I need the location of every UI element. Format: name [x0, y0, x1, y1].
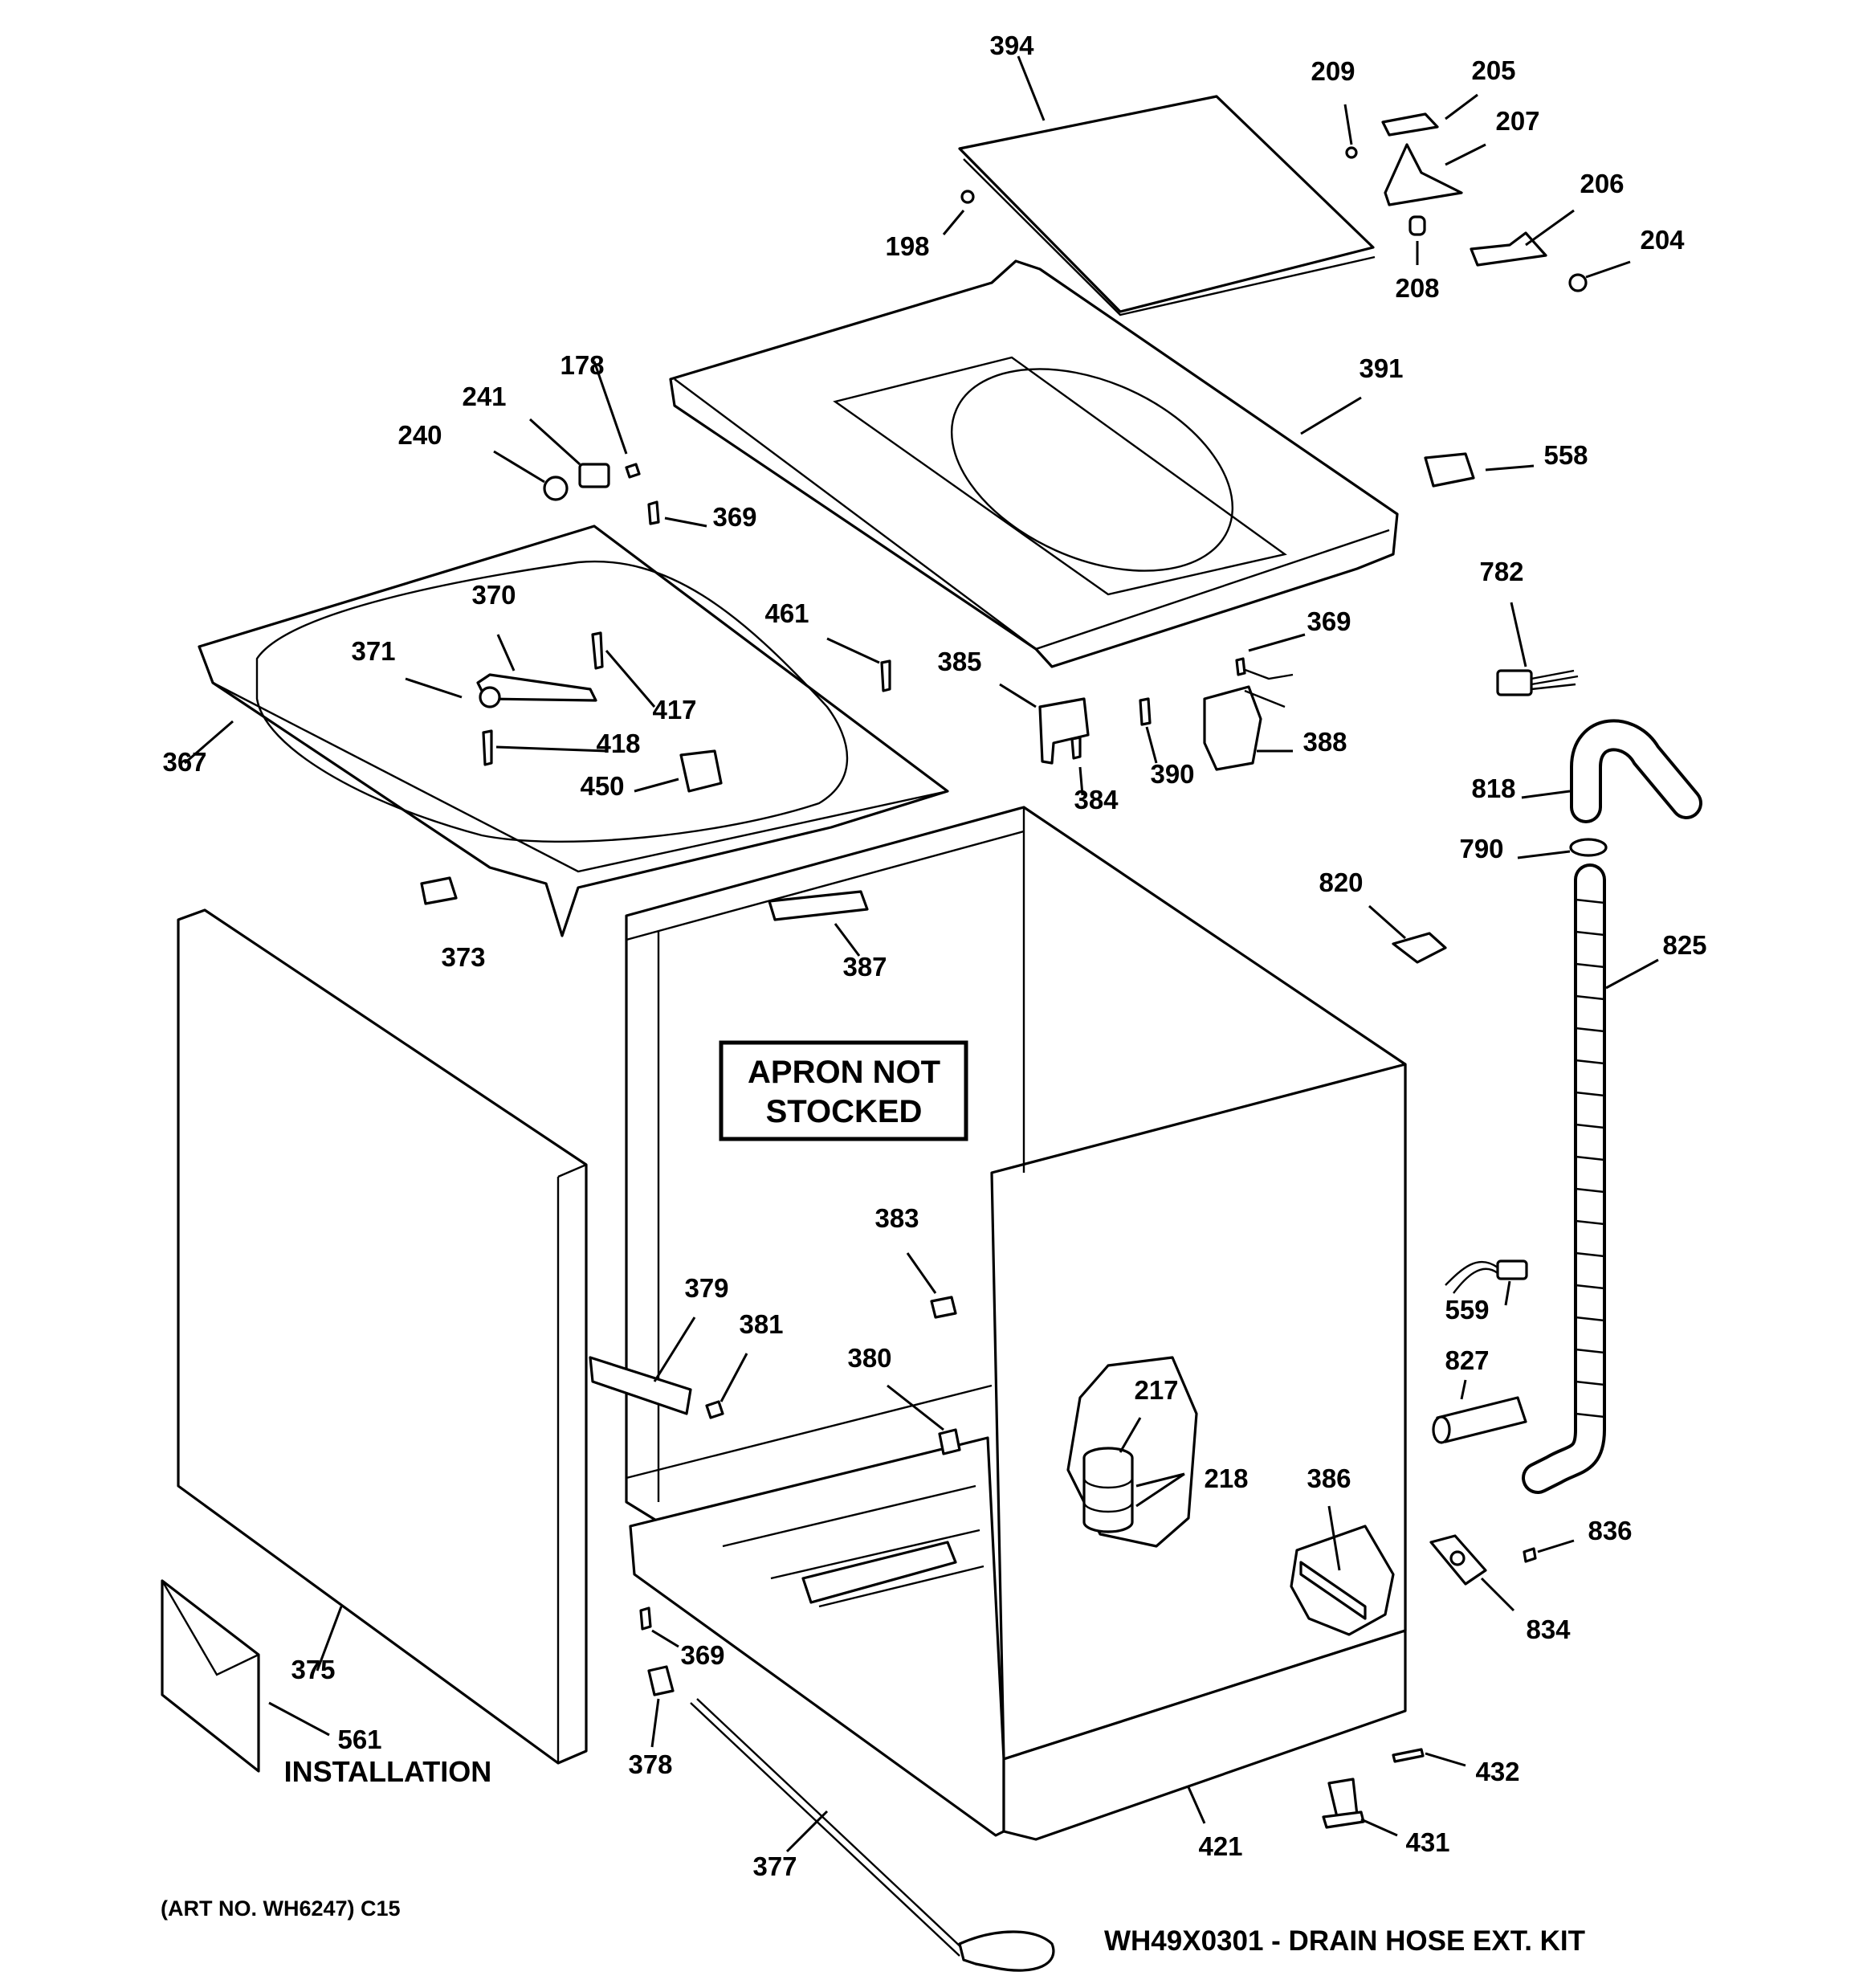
label-375: 375 [291, 1655, 335, 1684]
label-558: 558 [1543, 440, 1588, 470]
linkage-parts [405, 631, 891, 793]
art-number: (ART NO. WH6247) C15 [161, 1896, 401, 1921]
installation-envelope [161, 1579, 330, 1773]
clip-558 [1424, 452, 1535, 488]
bracket-834-836 [1429, 1534, 1575, 1612]
base-frame-part [184, 525, 949, 937]
fasteners-top-left [493, 361, 707, 528]
label-394: 394 [989, 31, 1034, 60]
label-390: 390 [1150, 759, 1194, 789]
inset-217-218 [1066, 1356, 1198, 1548]
label-827: 827 [1445, 1345, 1489, 1375]
lid-part [958, 55, 1376, 316]
label-387: 387 [842, 952, 887, 982]
label-205: 205 [1471, 55, 1515, 85]
wire-559 [1445, 1259, 1528, 1306]
brace-parts [589, 1252, 961, 1455]
label-421: 421 [1198, 1831, 1242, 1861]
label-825: 825 [1662, 930, 1706, 960]
label-818: 818 [1471, 774, 1515, 803]
label-367: 367 [162, 747, 206, 777]
label-836: 836 [1588, 1516, 1632, 1545]
label-790: 790 [1459, 834, 1503, 863]
label-388: 388 [1302, 727, 1347, 757]
drain-hose-kit-note: WH49X0301 - DRAIN HOSE EXT. KIT [1104, 1925, 1585, 1957]
apron-note-box [719, 1040, 968, 1141]
label-377: 377 [752, 1851, 797, 1881]
label-209: 209 [1311, 56, 1355, 86]
label-782: 782 [1479, 557, 1523, 586]
label-834: 834 [1526, 1614, 1571, 1644]
bottom-left-parts [639, 1606, 1055, 1972]
apron-note-line1: APRON NOT [748, 1055, 940, 1090]
hinge-parts [942, 93, 1631, 292]
bracket-373 [420, 876, 458, 905]
clip-820 [1368, 904, 1447, 964]
base-pan-part [629, 1436, 1407, 1841]
label-378: 378 [628, 1749, 672, 1779]
label-217: 217 [1134, 1375, 1178, 1405]
label-198: 198 [885, 231, 929, 261]
switch-bracket-parts [999, 633, 1306, 796]
label-379: 379 [684, 1273, 728, 1303]
label-391: 391 [1359, 353, 1403, 383]
label-370: 370 [471, 580, 516, 610]
label-431: 431 [1405, 1827, 1449, 1857]
label-240: 240 [397, 420, 442, 450]
label-432: 432 [1475, 1757, 1519, 1786]
label-380: 380 [847, 1343, 891, 1373]
top-cover-part [669, 259, 1399, 668]
label-178: 178 [560, 350, 604, 380]
label-386: 386 [1307, 1463, 1351, 1493]
label-450: 450 [580, 771, 624, 801]
front-panel-part [177, 908, 588, 1765]
label-820: 820 [1319, 867, 1363, 897]
label-369-switch: 369 [1307, 606, 1351, 636]
label-241: 241 [462, 382, 506, 411]
label-369-bottom: 369 [680, 1640, 724, 1670]
label-559: 559 [1445, 1295, 1489, 1325]
switch-782 [1496, 602, 1579, 696]
label-384: 384 [1074, 785, 1119, 814]
label-369-top: 369 [712, 502, 756, 532]
label-461: 461 [764, 598, 809, 628]
drain-hose-parts [1517, 719, 1702, 1494]
label-417: 417 [652, 695, 696, 725]
label-418: 418 [596, 729, 640, 758]
label-371: 371 [351, 636, 395, 666]
label-208: 208 [1395, 273, 1439, 303]
label-207: 207 [1495, 106, 1539, 136]
connector-827 [1432, 1379, 1527, 1444]
label-206: 206 [1580, 169, 1624, 198]
label-385: 385 [937, 647, 981, 676]
label-381: 381 [739, 1309, 783, 1339]
installation-note: INSTALLATION [284, 1755, 492, 1788]
apron-note-line2: STOCKED [766, 1094, 923, 1129]
diagram-notes: APRON NOT STOCKED INSTALLATION (ART NO. … [161, 1055, 1585, 1957]
label-218: 218 [1204, 1463, 1248, 1493]
label-383: 383 [874, 1203, 919, 1233]
label-204: 204 [1640, 225, 1685, 255]
label-561: 561 [337, 1725, 381, 1754]
part-number-labels: 394 209 205 207 206 204 198 208 391 178 … [162, 31, 1706, 1881]
inset-386 [1290, 1505, 1395, 1636]
label-373: 373 [441, 942, 485, 972]
leveling-parts [1322, 1748, 1466, 1837]
